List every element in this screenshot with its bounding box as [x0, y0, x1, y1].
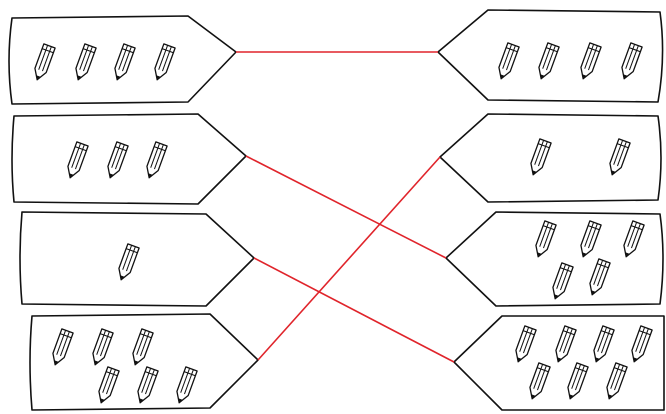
left-card-1[interactable] [8, 15, 237, 105]
right-card-3[interactable] [445, 211, 664, 307]
left-card-3[interactable] [19, 211, 255, 307]
match-line-4 [257, 156, 441, 361]
left-card-4[interactable] [29, 313, 259, 411]
right-card-2[interactable] [439, 113, 662, 203]
left-card-2[interactable] [11, 113, 247, 205]
right-card-4[interactable] [453, 315, 665, 411]
right-card-1[interactable] [437, 9, 664, 103]
match-line-2 [245, 155, 447, 259]
match-line-3 [253, 257, 455, 363]
match-lines [236, 51, 455, 363]
